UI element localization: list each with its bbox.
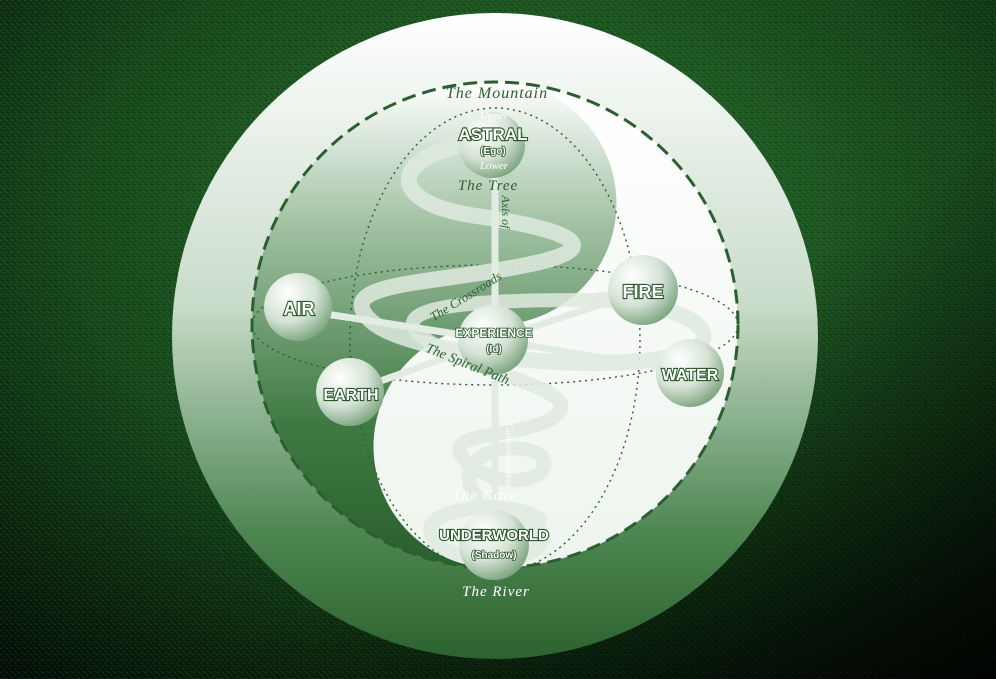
label-fire: FIRE: [622, 282, 663, 302]
label-shadow: (Shadow): [472, 550, 517, 561]
label-axis-of: Axis of: [499, 195, 513, 231]
label-air: AIR: [284, 299, 315, 319]
label-river: The River: [462, 584, 530, 600]
label-astral: ASTRAL: [459, 125, 528, 144]
label-upper: Upper: [480, 110, 509, 122]
label-id: (Id): [486, 344, 502, 355]
label-consciousness: Consciousness: [503, 423, 515, 488]
label-mountain: The Mountain: [446, 85, 548, 102]
fire-sphere: [608, 255, 678, 325]
experience-sphere: [458, 305, 528, 375]
label-cave: The Cave: [452, 488, 517, 504]
air-sphere: [264, 273, 332, 341]
label-tree: The Tree: [458, 178, 518, 194]
underworld-sphere: [459, 510, 529, 580]
label-lower: Lower: [479, 160, 509, 172]
label-ego: (Ego): [480, 146, 506, 157]
label-underworld: UNDERWORLD: [439, 527, 549, 544]
label-water: WATER: [662, 367, 719, 384]
astral-sphere: [459, 112, 525, 178]
label-experience: EXPERIENCE: [455, 326, 532, 340]
label-earth: EARTH: [323, 387, 378, 404]
water-sphere: [656, 339, 724, 407]
meridian: [349, 107, 641, 573]
earth-sphere: [316, 358, 384, 426]
